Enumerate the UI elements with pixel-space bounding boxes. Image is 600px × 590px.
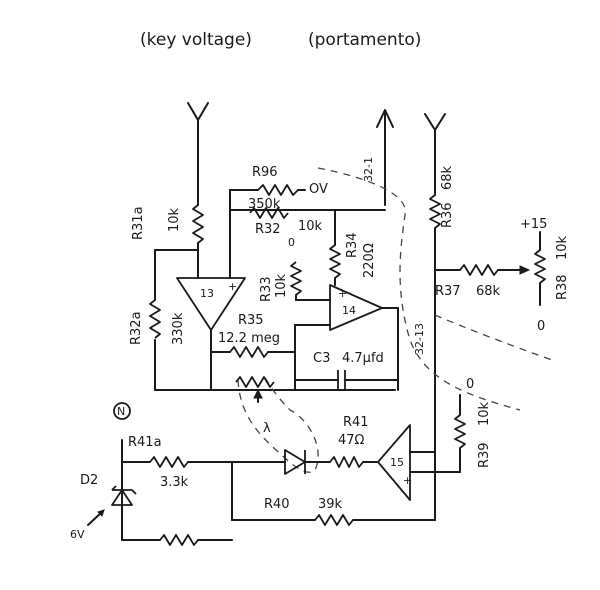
header-key-voltage: (key voltage): [140, 30, 252, 50]
r35-label: R35: [238, 313, 264, 328]
r33-value: 10k: [274, 273, 289, 298]
r31a-label: R31a: [131, 206, 146, 240]
amp15-label: 15: [390, 456, 404, 469]
c3-value: 4.7µfd: [342, 351, 384, 366]
amp14-label: 14: [342, 304, 356, 317]
resistor-r39: [454, 394, 466, 473]
r32a-label: R32a: [129, 311, 144, 345]
wire-middle: [231, 461, 316, 521]
resistor-r41: [329, 456, 379, 468]
input-arrow-r36: [424, 113, 446, 196]
r38-value: 10k: [555, 235, 570, 260]
r40-label: R40: [264, 497, 290, 512]
r96-value: 350k: [248, 197, 281, 212]
r41a-label: R41a: [128, 435, 162, 450]
n-marker: [113, 402, 131, 420]
wire-top: [229, 189, 386, 279]
r41-value: 47Ω: [338, 433, 365, 448]
dashed-linkage-pot: [434, 314, 553, 361]
svg-text:+: +: [228, 280, 237, 293]
r39-value: 10k: [477, 401, 492, 426]
n-marker-label: N: [117, 405, 125, 418]
resistor-r32a: [149, 249, 396, 391]
r34-value: 220Ω: [362, 243, 377, 278]
dashed-linkage-lambda: [237, 377, 319, 473]
plus15-label: +15: [520, 217, 547, 232]
r32a-value: 330k: [171, 312, 186, 345]
r32-label: R32: [255, 222, 281, 237]
r36-label: R36: [440, 202, 455, 228]
r39-zero: 0: [466, 377, 474, 392]
resistor-r37: [434, 264, 521, 276]
diode: [231, 449, 331, 475]
r39-label: R39: [477, 442, 492, 468]
r40-value: 39k: [318, 497, 343, 512]
resistor-r34: [329, 209, 341, 286]
c3-label: C3: [313, 351, 330, 366]
node-32-13: 32-13: [413, 323, 426, 355]
r37-value: 68k: [476, 284, 501, 299]
r41a-value: 3.3k: [160, 475, 189, 490]
resistor-r41a: [149, 456, 233, 468]
header-portamento: (portamento): [308, 30, 421, 50]
six-v-label: 6V: [70, 528, 85, 541]
dashed-linkage-right: [317, 167, 521, 411]
r36-value: 68k: [440, 165, 455, 190]
r38-zero: 0: [537, 319, 545, 334]
op-amp-13: [176, 277, 246, 331]
resistor-r31a: [192, 204, 204, 279]
potentiometer-r38: [519, 231, 546, 306]
amp13-label: 13: [200, 287, 214, 300]
d2-label: D2: [80, 473, 98, 488]
resistor-r33: [290, 261, 331, 301]
lambda-label: λ: [263, 421, 271, 436]
resistor-lambda: [235, 376, 275, 403]
input-arrow-32-1: [376, 109, 394, 206]
ov-label: OV: [309, 182, 328, 197]
r33-label: R33: [259, 276, 274, 302]
resistor-r35: [210, 346, 296, 358]
r37-label: R37: [435, 284, 461, 299]
capacitor-c3: [294, 370, 399, 390]
op-amp-15: [377, 424, 461, 501]
r41-label: R41: [343, 415, 369, 430]
r35-value: 12.2 meg: [218, 331, 280, 346]
zener-d2: [111, 485, 137, 506]
r32-value: 10k: [298, 219, 323, 234]
svg-text:+: +: [338, 287, 347, 300]
resistor-r40: [314, 514, 436, 526]
input-arrow-key-voltage: [187, 102, 209, 206]
node-32-1: 32-1: [362, 157, 375, 182]
resistor-r32: [249, 207, 289, 219]
r96-label: R96: [252, 165, 278, 180]
r31a-value: 10k: [167, 207, 182, 232]
resistor-r42: [159, 534, 233, 546]
r32-zero: 0: [288, 236, 295, 249]
r38-label: R38: [555, 274, 570, 300]
r34-label: R34: [345, 232, 360, 258]
svg-text:+: +: [403, 474, 412, 487]
resistor-r96: [257, 184, 306, 196]
